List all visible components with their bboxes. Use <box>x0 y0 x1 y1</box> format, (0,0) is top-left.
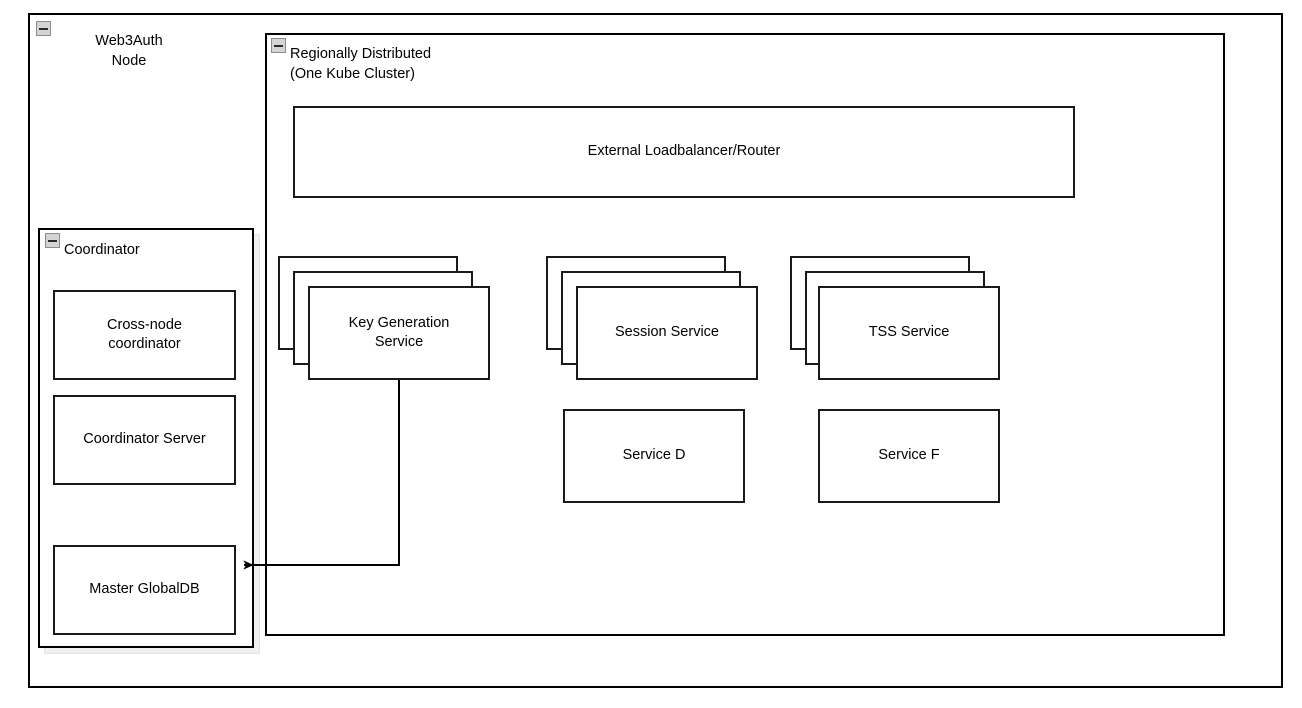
container-kube-cluster-title: Regionally Distributed (One Kube Cluster… <box>290 46 432 82</box>
container-web3auth-node-title: Web3Auth Node <box>95 33 163 69</box>
node-service-d[interactable]: Service D <box>563 409 745 503</box>
node-label: Service D <box>622 447 686 464</box>
node-label: Cross-node coordinator <box>107 316 182 352</box>
node-label: Key Generation Service <box>348 314 450 350</box>
collapse-minus-icon[interactable] <box>271 38 286 53</box>
node-coordinator-server[interactable]: Coordinator Server <box>53 395 236 485</box>
node-key-generation-service[interactable]: Key Generation Service <box>308 286 490 380</box>
node-label: Service F <box>878 447 940 464</box>
node-tss-service[interactable]: TSS Service <box>818 286 1000 380</box>
node-external-loadbalancer-router[interactable]: External Loadbalancer/Router <box>293 106 1075 198</box>
node-service-f[interactable]: Service F <box>818 409 1000 503</box>
container-coordinator-title: Coordinator <box>64 242 140 258</box>
node-master-globaldb[interactable]: Master GlobalDB <box>53 545 236 635</box>
node-label: Master GlobalDB <box>89 581 200 598</box>
node-label: External Loadbalancer/Router <box>587 143 781 160</box>
node-cross-node-coordinator[interactable]: Cross-node coordinator <box>53 290 236 380</box>
collapse-minus-icon[interactable] <box>45 233 60 248</box>
node-label: TSS Service <box>868 324 950 341</box>
collapse-minus-icon[interactable] <box>36 21 51 36</box>
node-label: Session Service <box>615 324 719 341</box>
node-session-service[interactable]: Session Service <box>576 286 758 380</box>
node-label: Coordinator Server <box>83 431 206 448</box>
